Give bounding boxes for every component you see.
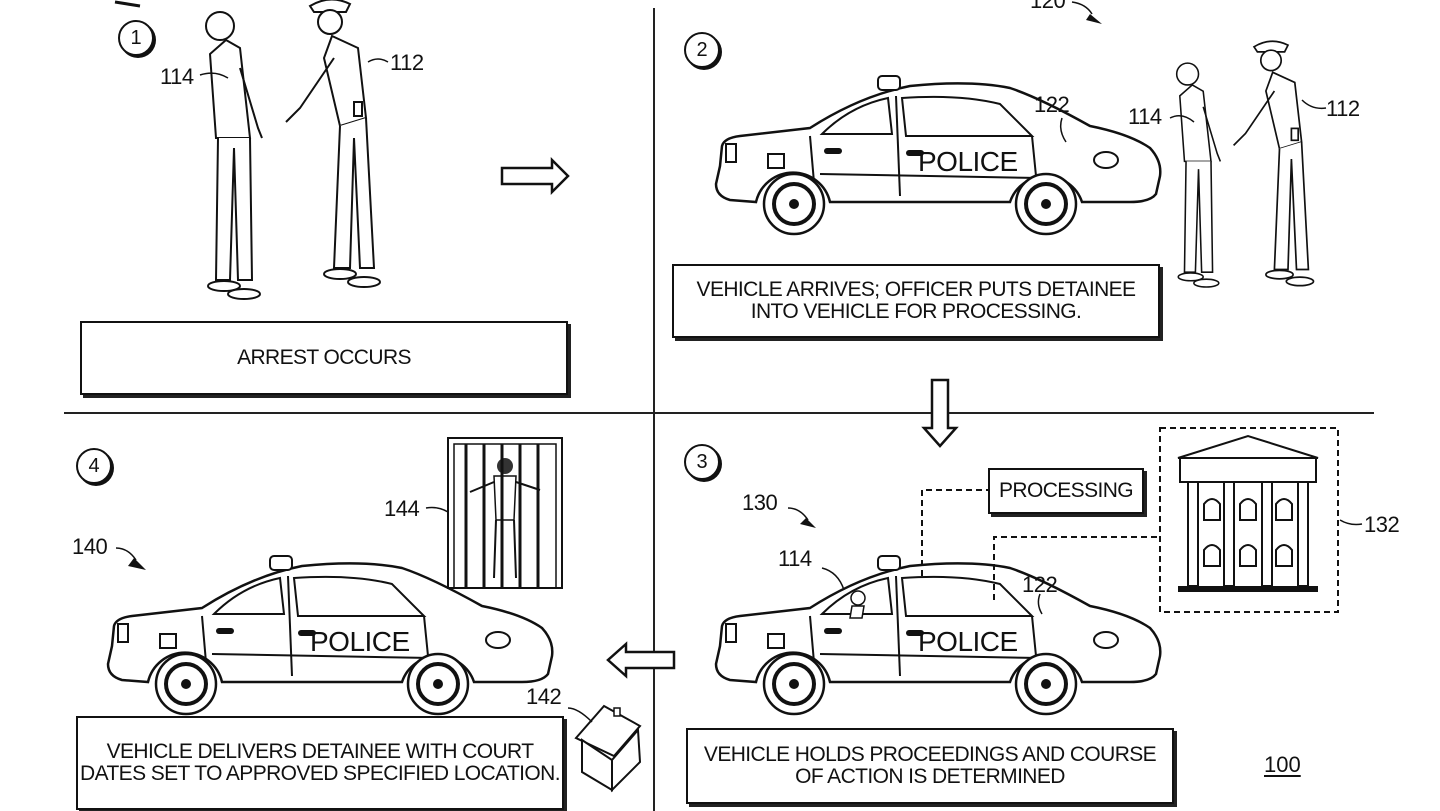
officer-figure-2 [1232, 40, 1315, 287]
arrow-right-icon [500, 156, 570, 196]
caption-box-3: VEHICLE HOLDS PROCEEDINGS AND COURSE OF … [686, 728, 1174, 804]
step-3-badge: 3 [684, 444, 720, 480]
caption-2-line-2: INTO VEHICLE FOR PROCESSING. [750, 300, 1082, 323]
vehicle-text-4: POLICE [310, 626, 410, 657]
caption-2-line-1: VEHICLE ARRIVES; OFFICER PUTS DETAINEE [696, 278, 1137, 301]
vehicle-text-3: POLICE [918, 626, 1018, 657]
ref-label-courthouse: 132 [1364, 512, 1400, 537]
step-4-badge: 4 [76, 448, 112, 484]
ref-label-home: 142 [526, 684, 562, 709]
officer-figure [285, 0, 381, 288]
ref-label-detainee-1: 114 [160, 64, 194, 89]
caption-box-4: VEHICLE DELIVERS DETAINEE WITH COURT DAT… [76, 716, 564, 810]
step-1-badge: 1 [118, 20, 154, 56]
arrow-left-icon [606, 641, 676, 679]
caption-4-line-2: DATES SET TO APPROVED SPECIFIED LOCATION… [80, 762, 561, 785]
ref-label-vehicle-3: 122 [1022, 572, 1058, 597]
jail-cell-icon [447, 437, 563, 589]
ref-label-scene-3: 130 [742, 490, 778, 515]
processing-label: PROCESSING [998, 479, 1134, 502]
caption-3-line-2: OF ACTION IS DETERMINED [795, 765, 1065, 788]
figure-number: 100 [1264, 752, 1301, 777]
caption-box-2: VEHICLE ARRIVES; OFFICER PUTS DETAINEE I… [672, 264, 1160, 338]
ref-label-scene-4: 140 [72, 534, 108, 559]
caption-4-line-1: VEHICLE DELIVERS DETAINEE WITH COURT [106, 740, 534, 763]
detainee-figure-2 [1175, 62, 1222, 288]
ref-label-detainee-2: 114 [1128, 104, 1162, 129]
caption-1-line-1: ARREST OCCURS [237, 346, 411, 369]
vehicle-text-2: POLICE [918, 146, 1018, 177]
house-icon [574, 704, 642, 793]
caption-3-line-1: VEHICLE HOLDS PROCEEDINGS AND COURSE [703, 743, 1157, 766]
courthouse-icon [1177, 434, 1319, 592]
detainee-figure [205, 11, 263, 300]
step-2-badge: 2 [684, 32, 720, 68]
processing-box: PROCESSING [988, 468, 1144, 514]
ref-label-jail: 144 [384, 496, 420, 521]
ref-label-officer-1: 112 [390, 50, 424, 75]
caption-box-1: ARREST OCCURS [80, 321, 568, 395]
arrow-down-icon [921, 378, 959, 448]
ref-label-detainee-3: 114 [778, 546, 812, 571]
courthouse-boundary [1159, 427, 1339, 613]
ref-label-vehicle-2: 122 [1034, 92, 1070, 117]
ref-label-officer-2: 112 [1326, 96, 1360, 121]
ref-label-scene-2: 120 [1030, 0, 1066, 13]
